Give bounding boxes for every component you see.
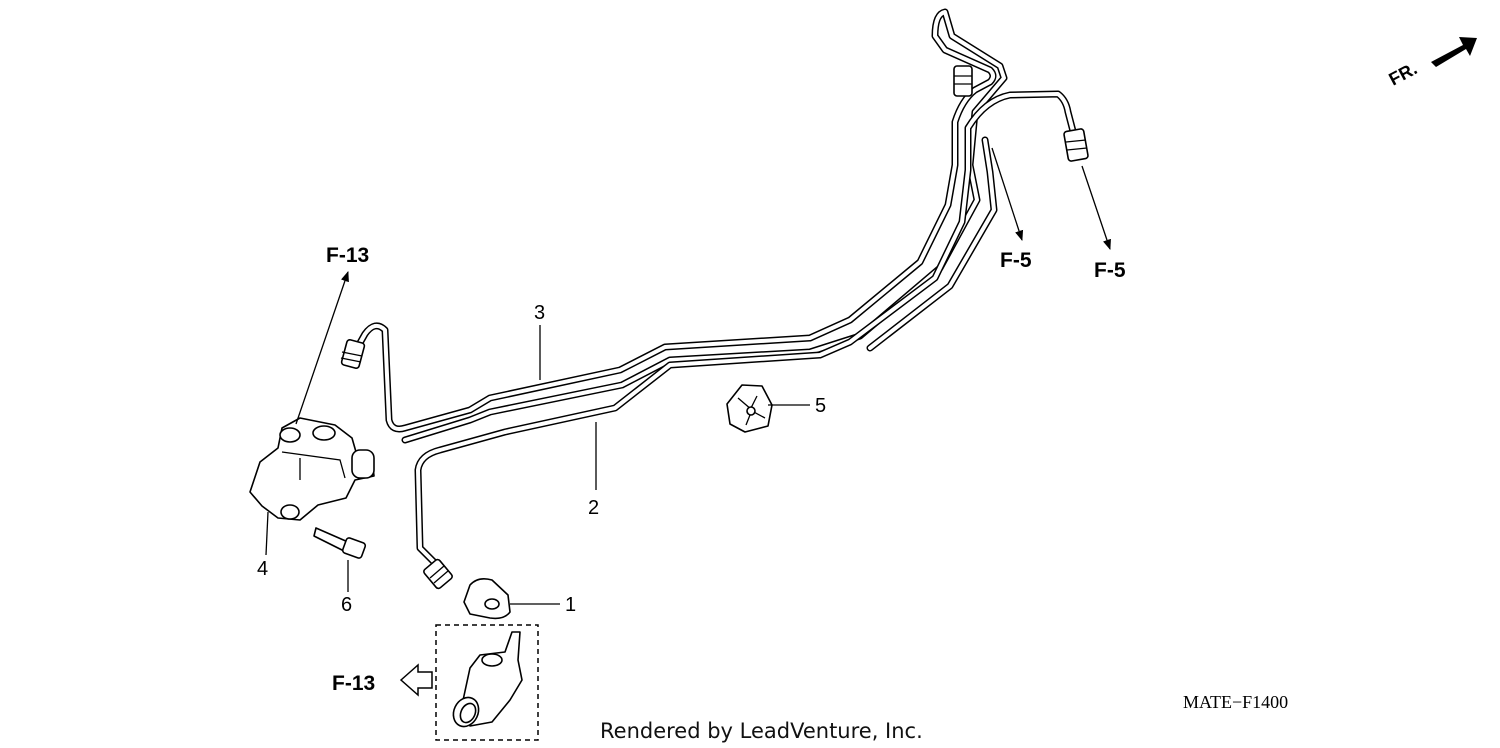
ref-f13-top[interactable]: F-13 [326, 244, 369, 267]
callout-6: 6 [341, 594, 352, 616]
bolt-part-6 [313, 527, 367, 559]
diagram-code: MATE−F1400 [1183, 692, 1288, 712]
front-arrow-icon [1431, 37, 1477, 67]
callout-5: 5 [815, 395, 826, 417]
brake-pipe-3 [352, 8, 1008, 444]
brake-pipe-2 [414, 90, 1078, 572]
hollow-arrow-icon [399, 663, 433, 697]
fr-label: FR. [1385, 58, 1420, 89]
ref-f5-right[interactable]: F-5 [1094, 259, 1126, 282]
ref-f13-bottom[interactable]: F-13 [332, 672, 375, 695]
callout-4: 4 [257, 558, 268, 580]
callout-3: 3 [534, 302, 545, 324]
callout-2: 2 [588, 497, 599, 519]
detail-inset [435, 624, 539, 741]
render-credit: Rendered by LeadVenture, Inc. [600, 719, 923, 743]
flare-nut-lower-left [423, 558, 453, 590]
callout-1: 1 [565, 594, 576, 616]
clamp-part-5 [726, 384, 773, 433]
leader-lines [265, 147, 1111, 605]
flare-nut-upper-left [340, 338, 366, 370]
flare-nut-right [1063, 128, 1089, 162]
cap-part-1 [463, 578, 511, 620]
proportioning-valve-part-4 [249, 417, 375, 521]
front-direction-indicator: FR. [1385, 37, 1477, 90]
flare-nut-top [953, 65, 973, 97]
ref-f5-left[interactable]: F-5 [1000, 249, 1032, 272]
